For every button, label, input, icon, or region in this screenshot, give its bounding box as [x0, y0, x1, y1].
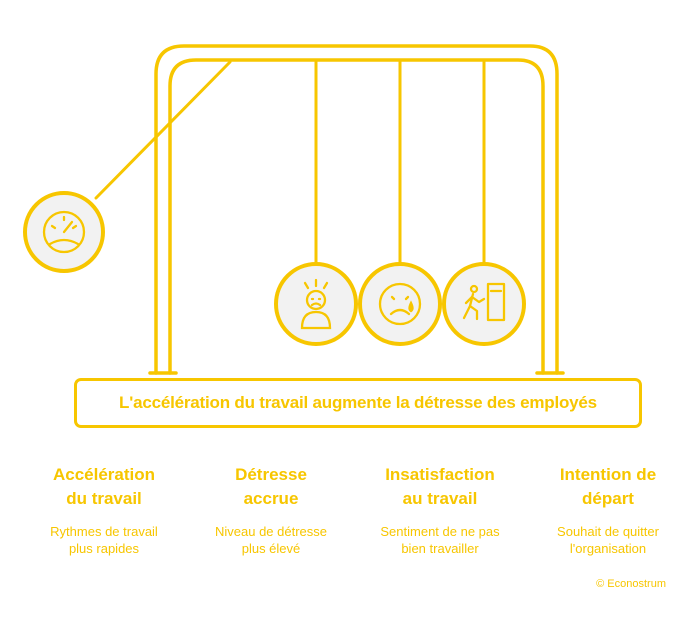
headline-banner: L'accélération du travail augmente la dé… — [74, 378, 642, 428]
column-distress: Détresse accrue Niveau de détresse plus … — [191, 463, 351, 557]
ball-dissatisfaction — [358, 262, 442, 346]
ball-quit-intention — [442, 262, 526, 346]
headline-text: L'accélération du travail augmente la dé… — [119, 393, 597, 412]
column-description: Niveau de détresse plus élevé — [214, 524, 327, 556]
ball-distress — [274, 262, 358, 346]
ball-acceleration — [23, 191, 105, 273]
column-dissatisfaction: Insatisfaction au travail Sentiment de n… — [360, 463, 520, 557]
column-description: Rythmes de travail plus rapides — [50, 524, 158, 556]
column-title: Accélération du travail — [52, 465, 156, 508]
sad-face-icon — [378, 282, 422, 326]
column-title: Intention de départ — [559, 465, 657, 508]
column-acceleration: Accélération du travail Rythmes de trava… — [24, 463, 184, 557]
column-description: Sentiment de ne pas bien travailler — [380, 524, 500, 556]
copyright-text: © Econostrum — [596, 578, 666, 590]
person-leaving-door-icon — [462, 282, 506, 322]
column-title: Insatisfaction au travail — [385, 465, 495, 508]
cradle-strings — [94, 60, 486, 266]
column-description: Souhait de quitter l'organisation — [557, 524, 659, 556]
column-title: Détresse accrue — [235, 465, 307, 508]
stressed-person-icon — [300, 278, 332, 330]
column-quit-intention: Intention de départ Souhait de quitter l… — [528, 463, 688, 557]
cradle-frame — [148, 44, 565, 375]
speedometer-icon — [42, 210, 86, 254]
